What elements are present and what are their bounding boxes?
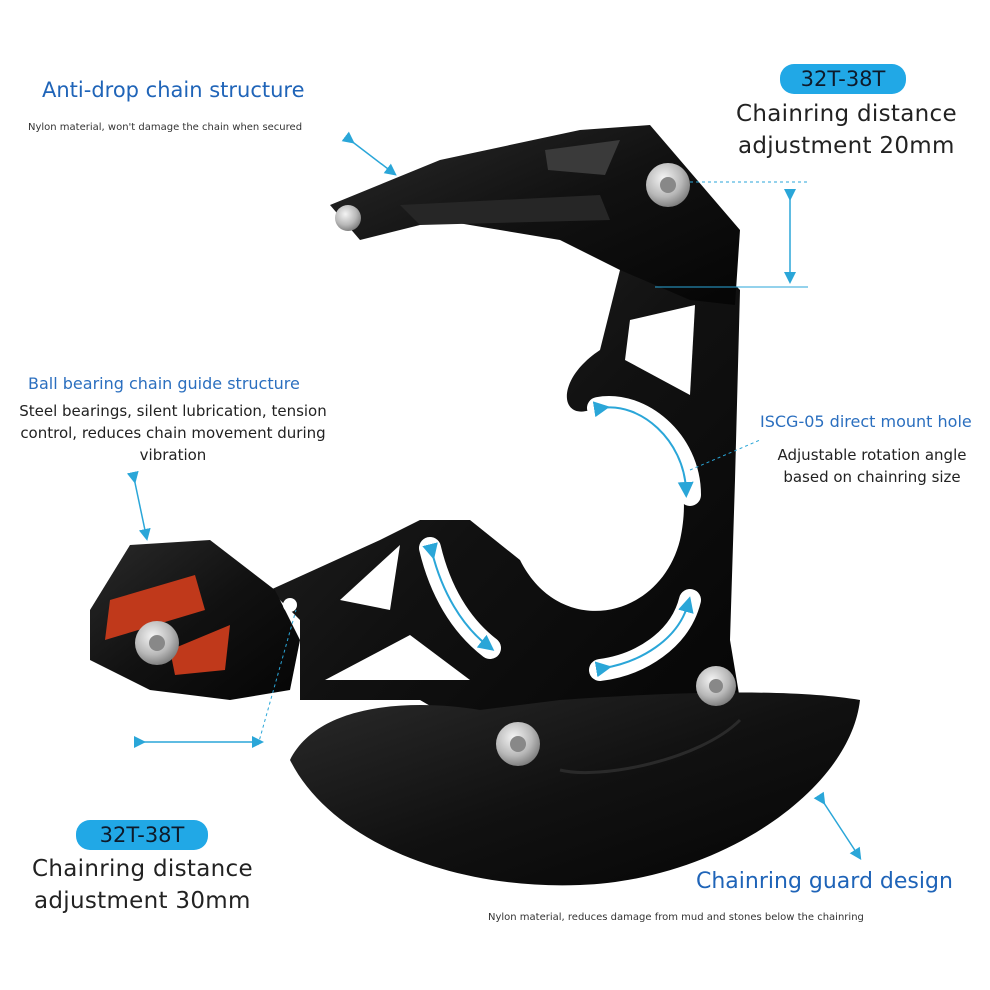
iscg-title: ISCG-05 direct mount hole <box>760 412 972 431</box>
guide-slot <box>545 140 620 175</box>
bottom-adjust-line2: adjustment 30mm <box>34 888 251 914</box>
chainring-guard <box>290 692 860 886</box>
guard-title: Chainring guard design <box>696 869 953 894</box>
cutout <box>625 305 695 395</box>
iscg-line2: based on chainring size <box>783 468 961 486</box>
guard-desc: Nylon material, reduces damage from mud … <box>488 912 864 923</box>
ball-bearing-desc: Steel bearings, silent lubrication, tens… <box>12 400 334 466</box>
top-size-badge: 32T-38T <box>780 64 906 94</box>
anti-drop-desc: Nylon material, won't damage the chain w… <box>28 122 303 133</box>
ball-bearing-line1: Steel bearings, silent lubrication, tens… <box>19 402 327 420</box>
cutout <box>325 635 470 680</box>
bottom-adjust-line1: Chainring distance <box>32 856 253 882</box>
lower-guide <box>90 540 300 700</box>
bolt-icon <box>335 205 361 231</box>
cutout <box>340 545 400 610</box>
top-adjust-line2: adjustment 20mm <box>738 133 955 159</box>
roller-orange <box>170 625 230 675</box>
ball-bearing-line2: control, reduces chain movement during <box>20 424 326 442</box>
roller-orange <box>105 575 205 640</box>
ball-bearing-title: Ball bearing chain guide structure <box>28 374 300 393</box>
top-adjust-line1: Chainring distance <box>736 101 957 127</box>
bottom-size-badge: 32T-38T <box>76 820 208 850</box>
iscg-desc: Adjustable rotation angle based on chain… <box>760 444 984 488</box>
anti-drop-title: Anti-drop chain structure <box>42 78 305 102</box>
ball-bearing-line3: vibration <box>139 446 207 464</box>
iscg-line1: Adjustable rotation angle <box>777 446 967 464</box>
